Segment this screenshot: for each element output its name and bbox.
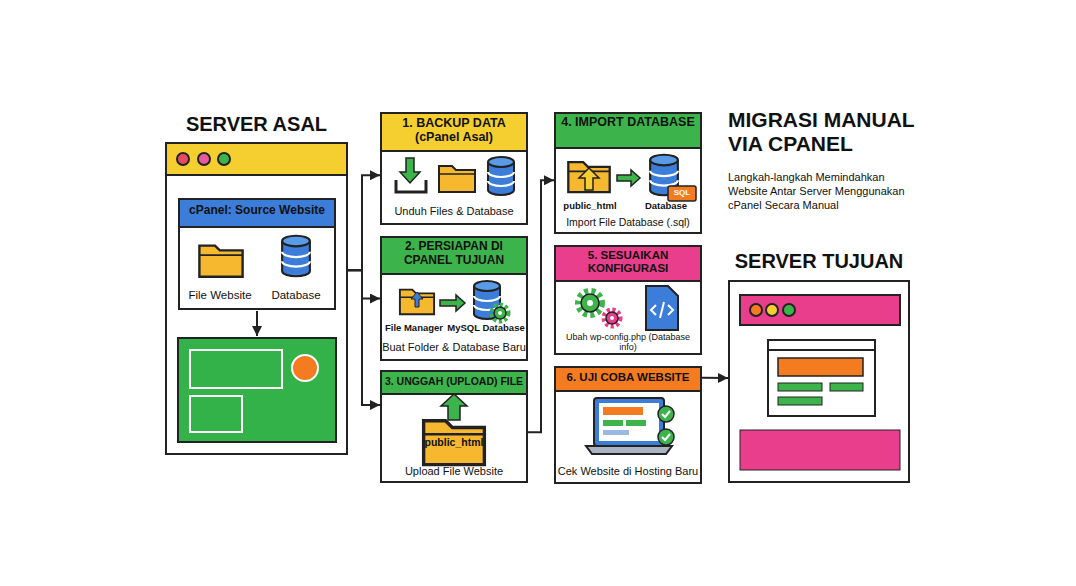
- node-text: Buat Folder & Database Baru: [382, 341, 526, 354]
- node-heading: 5. SESUAIKAN KONFIGURASI: [556, 249, 700, 275]
- cpanel-box: cPanel: Source WebsiteFile WebsiteDataba…: [178, 198, 336, 310]
- flow-connector: [702, 377, 728, 379]
- node-heading: 4. IMPORT DATABASE: [556, 115, 700, 129]
- diagram-caption: Langkah-langkah Memindahkan Website Anta…: [728, 171, 908, 212]
- step-box: 6. UJI COBA WEBSITE Cek Website di Hostin…: [554, 366, 702, 484]
- node-text: File Website: [182, 289, 258, 302]
- diagram-title: MIGRASI MANUAL VIA CPANEL: [728, 108, 953, 156]
- step-box: 2. PERSIAPAN DI CPANEL TUJUAN File Manage…: [380, 236, 528, 361]
- flow-connector: [348, 175, 380, 270]
- step-box: 1. BACKUP DATA (cPanel Asal) Unduh Files …: [380, 112, 528, 225]
- node-text: public_html: [558, 201, 622, 212]
- node-heading: SERVER TUJUAN: [728, 250, 910, 273]
- node-text: Cek Website di Hosting Baru: [556, 465, 700, 478]
- node-heading: 2. PERSIAPAN DI CPANEL TUJUAN: [382, 240, 526, 268]
- node-text: Upload File Website: [382, 465, 526, 478]
- flow-connector: [348, 270, 380, 405]
- node-text: File Manager: [382, 323, 446, 334]
- node-text: Database: [258, 289, 334, 302]
- node-heading: 1. BACKUP DATA (cPanel Asal): [382, 116, 526, 145]
- flow-connector: [348, 270, 380, 298]
- step-box: 3. UNGGAH (UPLOAD) FILE public_htmlUpload…: [380, 370, 528, 483]
- node-heading: cPanel: Source Website: [178, 204, 336, 218]
- node-heading: SERVER ASAL: [165, 113, 348, 136]
- node-heading: 6. UJI COBA WEBSITE: [556, 371, 700, 384]
- node-heading: 3. UNGGAH (UPLOAD) FILE: [380, 375, 528, 387]
- node-text: Ubah wp-config.php (Database info): [556, 332, 700, 353]
- step-box: 5. SESUAIKAN KONFIGURASI Ubah wp-config.p…: [554, 245, 702, 355]
- node-text: Unduh Files & Database: [382, 205, 526, 218]
- node-text: SQL: [668, 188, 696, 197]
- node-text: Import File Database (.sql): [556, 216, 700, 228]
- node-text: public_html: [418, 436, 490, 448]
- node-text: Database: [636, 201, 696, 212]
- server-box: SERVER TUJUAN: [728, 280, 910, 483]
- node-text: MySQL Database: [446, 323, 526, 334]
- step-box: 4. IMPORT DATABASE public_html Database SQL…: [554, 112, 702, 234]
- flow-connector: [528, 180, 554, 432]
- server-box: SERVER ASALcPanel: Source WebsiteFile We…: [165, 142, 348, 455]
